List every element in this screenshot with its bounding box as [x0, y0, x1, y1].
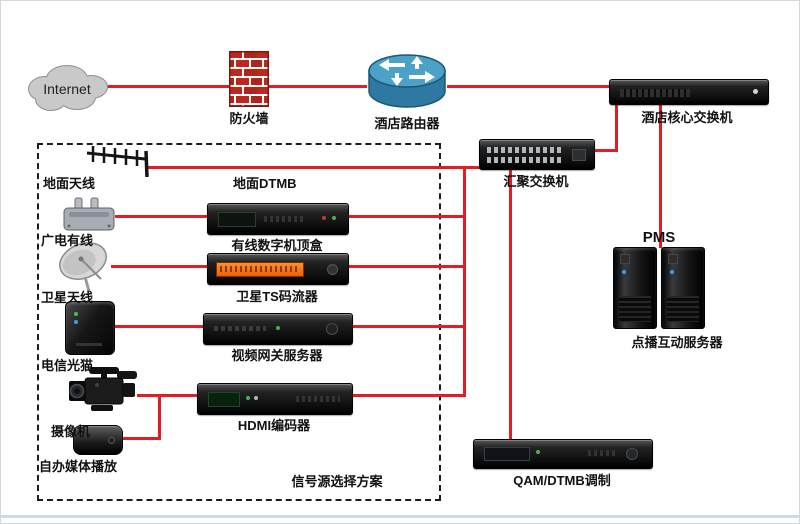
vod-server-label: 点播互动服务器 — [631, 335, 723, 350]
core-switch-label: 酒店核心交换机 — [641, 110, 733, 125]
aggregation-switch-device — [479, 139, 595, 170]
cable-stb-device — [207, 203, 349, 235]
stb-led-red — [322, 216, 326, 220]
cable-broadcast-label: 广电有线 — [41, 233, 94, 248]
agg-switch-ports-row1 — [487, 147, 563, 153]
cable-splitter-icon — [63, 197, 115, 231]
video-gateway-label: 视频网关服务器 — [231, 348, 323, 363]
stb-vents — [264, 216, 304, 222]
self-media-label: 自办媒体播放 — [39, 459, 118, 474]
vod-server-tower-right — [661, 247, 705, 329]
edge-ts-trunk — [347, 265, 466, 268]
signal-source-group-box — [37, 143, 441, 501]
ts-display-text — [220, 266, 298, 272]
edge-modem-gateway — [113, 325, 203, 328]
hdmi-encoder-device — [197, 383, 353, 415]
satellite-antenna-label: 卫星天线 — [41, 290, 94, 305]
satellite-ts-device — [207, 253, 349, 285]
edge-agg-to-qam — [509, 166, 512, 441]
edge-internet-firewall — [101, 85, 231, 88]
hdmi-display — [208, 392, 240, 407]
edge-hdmi-trunk — [351, 394, 466, 397]
edge-sources-trunk — [463, 166, 466, 397]
core-switch-led — [753, 89, 758, 94]
qam-modulator-device — [473, 439, 653, 469]
edge-camera-hdmi — [137, 394, 197, 397]
router-icon — [368, 54, 446, 108]
camera-label: 摄像机 — [51, 424, 91, 439]
firewall-label: 防火墙 — [229, 111, 269, 126]
media-player-device — [73, 425, 123, 455]
qam-vents — [588, 450, 618, 456]
gateway-led — [276, 326, 280, 330]
tower-power-led — [670, 270, 674, 274]
qam-knob — [626, 448, 638, 460]
media-player-button — [108, 437, 115, 444]
core-switch-device — [609, 79, 769, 105]
edge-core-to-pms — [659, 102, 662, 248]
satellite-dish-icon — [59, 242, 107, 292]
video-gateway-device — [203, 313, 353, 345]
edge-dish-ts — [111, 265, 207, 268]
aggregation-switch-label: 汇聚交换机 — [503, 174, 569, 189]
modem-led-green — [74, 312, 78, 316]
tower-vents — [619, 296, 651, 322]
gateway-vents — [214, 326, 266, 331]
hdmi-encoder-label: HDMI编码器 — [237, 418, 311, 433]
edge-splitter-stb — [115, 215, 207, 218]
terrestrial-antenna-icon — [86, 146, 149, 177]
edge-router-core-switch — [447, 85, 617, 88]
core-switch-ports — [620, 89, 690, 97]
hdmi-led-white — [254, 396, 258, 400]
tower-vents — [667, 296, 699, 322]
vod-server-tower-left — [613, 247, 657, 329]
qam-led — [536, 450, 540, 454]
edge-core-to-agg-vertical — [615, 102, 618, 152]
modem-slot — [76, 343, 102, 346]
signal-source-group-label: 信号源选择方案 — [291, 474, 383, 489]
terrestrial-dtmb-label: 地面DTMB — [233, 176, 297, 191]
gateway-knob — [326, 323, 338, 335]
edge-gateway-trunk — [351, 325, 466, 328]
agg-switch-uplink — [572, 149, 586, 161]
edge-media-horizontal — [121, 437, 161, 440]
tower-logo — [620, 254, 630, 264]
satellite-ts-label: 卫星TS码流器 — [236, 289, 318, 304]
tower-logo — [668, 254, 678, 264]
internet-label: Internet — [43, 81, 91, 97]
edge-media-vertical — [158, 396, 161, 440]
camera-icon — [69, 367, 137, 411]
stb-led-green — [332, 216, 336, 220]
internet-cloud-icon — [28, 65, 108, 111]
telecom-modem-label: 电信光猫 — [41, 358, 94, 373]
edge-core-to-agg-horizontal — [593, 149, 618, 152]
page-bottom-strip — [1, 515, 799, 518]
edge-firewall-router — [269, 85, 367, 88]
tower-power-led — [622, 270, 626, 274]
stb-display — [218, 212, 256, 227]
qam-display — [484, 447, 530, 461]
edge-stb-trunk — [347, 215, 466, 218]
edge-dtmb-line — [147, 166, 513, 169]
telecom-modem-device — [65, 301, 115, 355]
ts-knob — [327, 264, 338, 275]
cable-stb-label: 有线数字机顶盒 — [231, 238, 323, 253]
qam-modulator-label: QAM/DTMB调制 — [513, 473, 611, 488]
hdmi-vents — [296, 396, 340, 402]
terrestrial-antenna-label: 地面天线 — [43, 176, 96, 191]
modem-led-blue — [74, 320, 78, 324]
router-label: 酒店路由器 — [374, 116, 440, 131]
agg-switch-ports-row2 — [487, 157, 563, 163]
hdmi-led-green — [246, 396, 250, 400]
pms-label: PMS — [642, 229, 676, 246]
firewall-icon — [229, 51, 269, 107]
